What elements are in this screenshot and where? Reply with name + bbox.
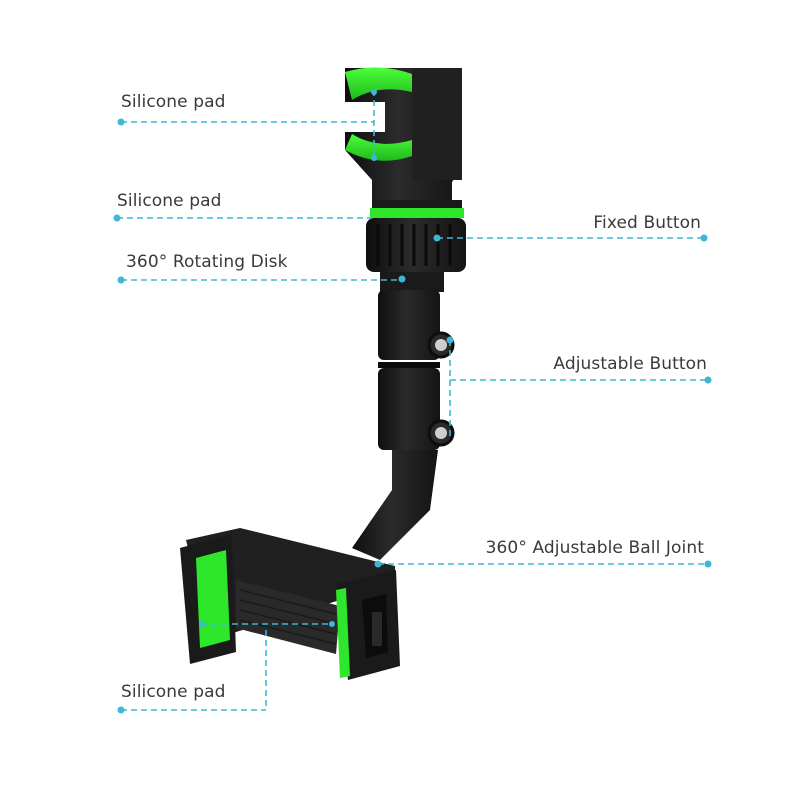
label-ring-silicone-pad: Silicone pad [117,191,222,211]
label-rotating-disk: 360° Rotating Disk [126,252,288,272]
rotating-disk-shape [366,218,466,272]
green-ring [370,208,464,218]
label-ball-joint: 360° Adjustable Ball Joint [485,538,704,558]
label-adjustable-button: Adjustable Button [553,354,707,374]
top-clamp [345,67,462,205]
leader-dots [113,89,712,714]
label-top-silicone-pad: Silicone pad [121,92,226,112]
label-fixed-button: Fixed Button [593,213,701,233]
label-bottom-silicone-pad: Silicone pad [121,682,226,702]
leader-lines [117,90,708,711]
arm [352,272,455,560]
phone-clamp [180,528,400,680]
